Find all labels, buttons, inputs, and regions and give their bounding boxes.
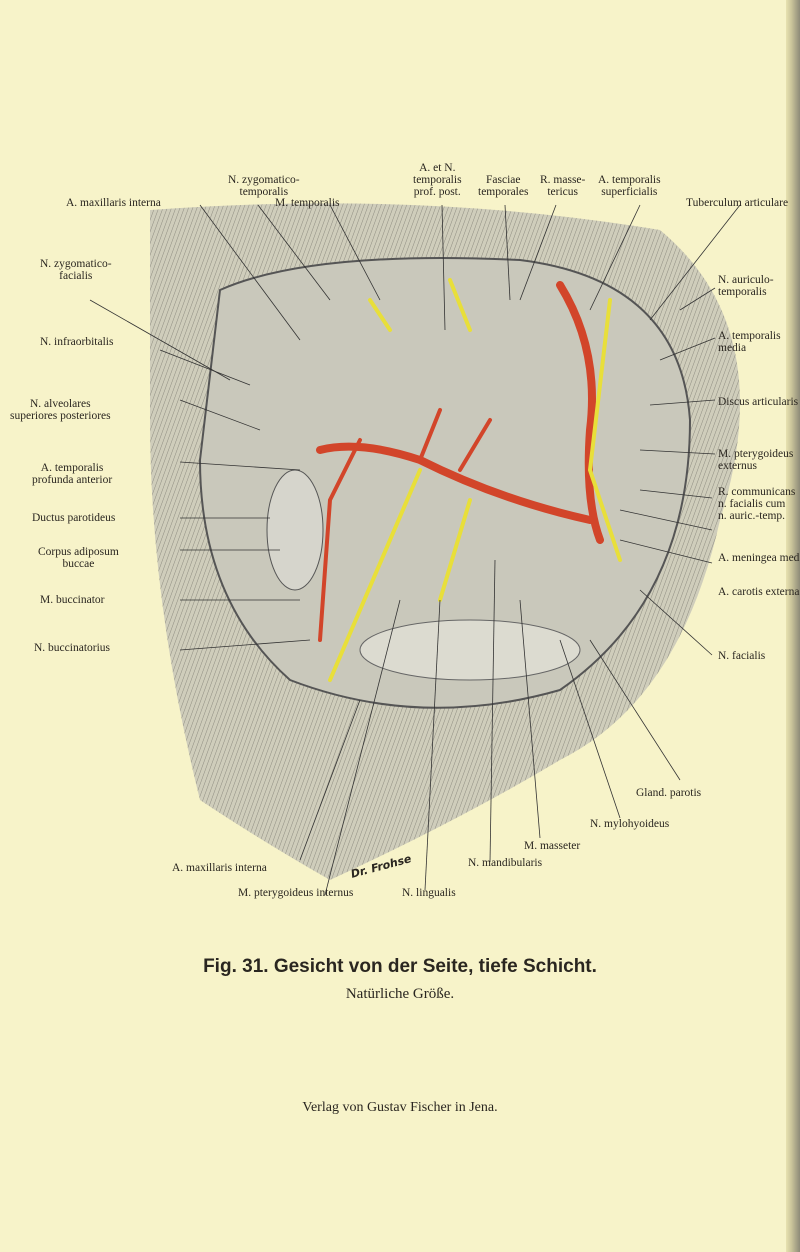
label-fasciae-temporales: Fasciae temporales [478, 174, 529, 198]
artery-branches [318, 408, 492, 642]
label-n-mylohyoideus: N. mylohyoideus [590, 818, 670, 830]
label-m-pterygoideus-internus: M. pterygoideus internus [238, 887, 354, 899]
leader-lines [89, 204, 741, 896]
nerve-lingualis [438, 498, 472, 602]
figure-subtitle: Natürliche Größe. [345, 986, 455, 1002]
label-ductus-parotideus: Ductus parotideus [32, 512, 116, 524]
label-corpus-adiposum-buccae: Corpus adiposum buccae [38, 546, 119, 570]
label-a-maxillaris-interna-bottom: A. maxillaris interna [172, 862, 267, 874]
label-a-n-temporalis-prof-post: A. et N. temporalis prof. post. [413, 162, 462, 198]
label-a-temporalis-superficialis: A. temporalis superficialis [598, 174, 661, 198]
buccal-fat [266, 469, 324, 591]
publisher-line: Verlag von Gustav Fischer in Jena. [302, 1100, 498, 1115]
nerve-temporalis [368, 278, 472, 332]
masseter-muscle [359, 619, 581, 681]
label-m-pterygoideus-externus: M. pterygoideus externus [718, 448, 794, 472]
artery-temporalis-superficialis [556, 281, 604, 544]
artery-maxillaris-interna [316, 442, 594, 524]
label-a-carotis-externa: A. carotis externa [718, 586, 800, 598]
label-n-auriculotemporalis: N. auriculo- temporalis [718, 274, 774, 298]
label-a-temporalis-media: A. temporalis media [718, 330, 781, 354]
label-n-zygomaticofacialis: N. zygomatico- facialis [40, 258, 112, 282]
label-n-infraorbitalis: N. infraorbitalis [40, 336, 114, 348]
label-a-maxillaris-interna-top: A. maxillaris interna [66, 197, 161, 209]
label-n-facialis: N. facialis [718, 650, 766, 662]
label-r-communicans: R. communicans n. facialis cum n. auric.… [718, 486, 796, 522]
label-discus-articularis: Discus articularis [718, 396, 799, 408]
label-m-temporalis: M. temporalis [275, 197, 340, 209]
label-n-buccinatorius: N. buccinatorius [34, 642, 111, 654]
nerve-buccinatorius [328, 468, 422, 682]
label-m-buccinator: M. buccinator [40, 594, 105, 606]
label-a-meningea-media: A. meningea med. [718, 552, 800, 564]
page-edge-shadow [786, 0, 800, 1252]
figure-title: Fig. 31. Gesicht von der Seite, tiefe Sc… [203, 956, 597, 977]
nerve-auriculotemporalis [587, 298, 622, 562]
label-n-mandibularis: N. mandibularis [468, 857, 543, 869]
label-n-lingualis: N. lingualis [402, 887, 456, 899]
nerves [328, 278, 622, 682]
label-m-masseter: M. masseter [524, 840, 581, 852]
label-n-zygomaticotemporalis: N. zygomatico- temporalis [228, 174, 300, 198]
label-gland-parotis: Gland. parotis [636, 787, 702, 799]
label-n-alveolares: N. alveolares superiores posteriores [10, 398, 111, 422]
label-a-temporalis-profunda-anterior: A. temporalis profunda anterior [32, 462, 113, 486]
label-r-massetericus: R. masse- tericus [540, 174, 586, 198]
label-tuberculum-articulare: Tuberculum articulare [686, 197, 789, 209]
arteries [316, 281, 604, 642]
